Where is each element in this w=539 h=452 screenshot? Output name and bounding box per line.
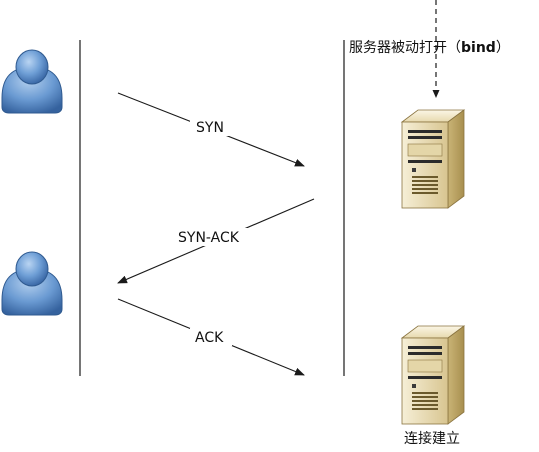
ack-label-bg xyxy=(190,328,232,346)
server-icon-bottom xyxy=(401,325,465,425)
bind-keyword: bind xyxy=(461,40,496,56)
bind-close: ） xyxy=(496,40,510,56)
syn-ack-label: SYN-ACK xyxy=(178,230,240,246)
server-icon-top xyxy=(401,109,465,209)
syn-label-bg xyxy=(190,118,232,136)
client-user-icon-bottom xyxy=(1,251,63,316)
established-label: 连接建立 xyxy=(404,430,460,447)
syn-label: SYN xyxy=(196,120,224,136)
passive-open-label: 服务器被动打开（bind） xyxy=(349,39,510,56)
ack-label: ACK xyxy=(195,330,224,346)
syn-ack-label-bg xyxy=(172,228,258,246)
client-user-icon-top xyxy=(1,49,63,114)
bind-text: 服务器被动打开（ xyxy=(349,39,461,56)
